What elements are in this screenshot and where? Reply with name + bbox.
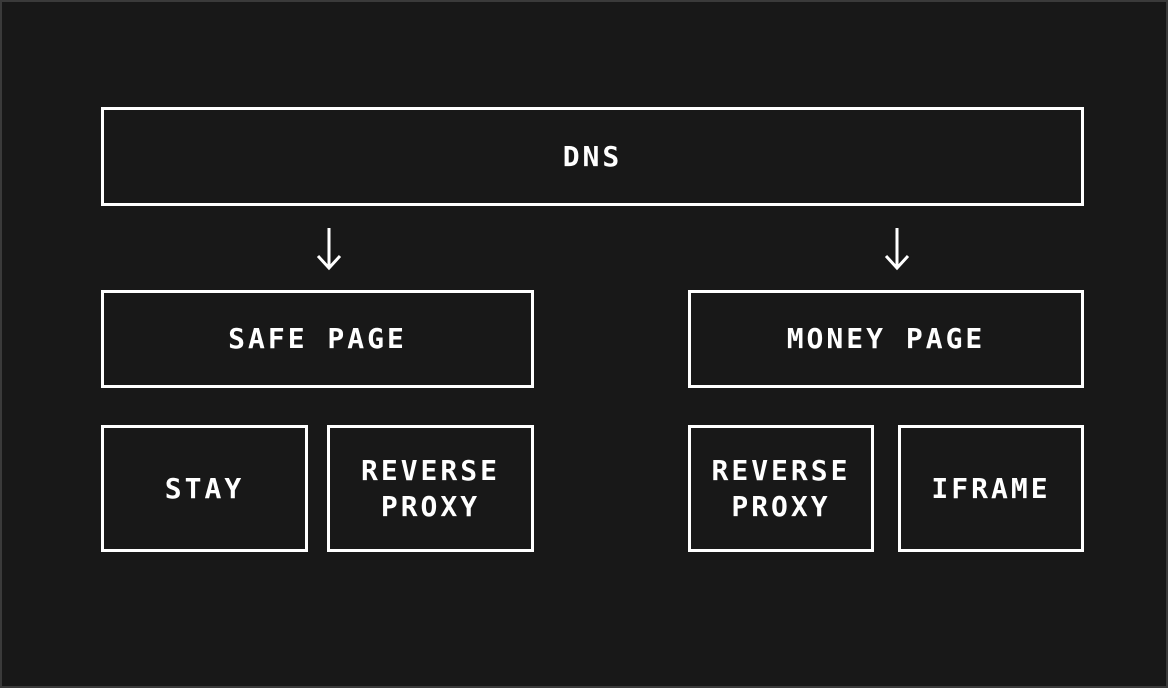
money-page-label: MONEY PAGE (786, 322, 986, 355)
proxy-label: PROXY (731, 489, 831, 523)
iframe-label: IFRAME (931, 471, 1051, 505)
down-arrow-icon (316, 228, 342, 271)
safe-reverse-proxy-node: REVERSE PROXY (327, 425, 534, 552)
stay-label: STAY (164, 471, 245, 505)
safe-page-node: SAFE PAGE (101, 290, 534, 388)
reverse-label: REVERSE (360, 453, 500, 487)
stay-node: STAY (101, 425, 308, 552)
dns-node: DNS (101, 107, 1084, 206)
money-page-node: MONEY PAGE (688, 290, 1084, 388)
proxy-label: PROXY (380, 489, 481, 523)
down-arrow-icon (884, 228, 910, 271)
dns-label: DNS (562, 139, 623, 173)
safe-page-label: SAFE PAGE (228, 322, 407, 355)
reverse-label: REVERSE (711, 453, 851, 487)
iframe-node: IFRAME (898, 425, 1084, 552)
money-reverse-proxy-node: REVERSE PROXY (688, 425, 874, 552)
